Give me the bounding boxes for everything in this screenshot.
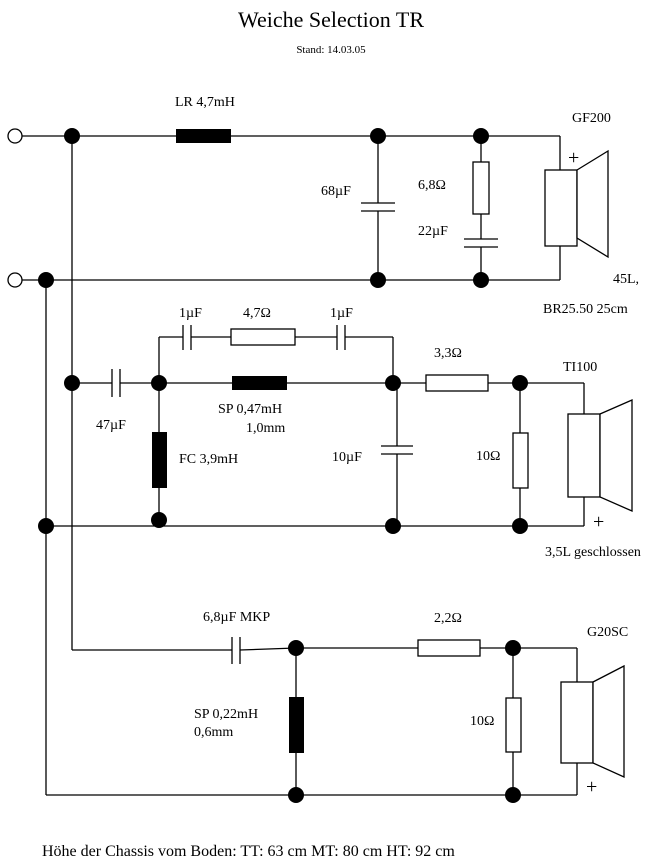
mid-series-inductor-label: SP 0,47mH	[218, 402, 282, 417]
mid-input-capacitor	[111, 369, 121, 397]
woofer-rc-capacitor	[464, 238, 498, 248]
tweeter-series-cap-label: 6,8µF MKP	[203, 610, 270, 625]
mid-notch-capacitor-2	[336, 325, 346, 350]
mid-notch-cap-2-label: 1µF	[330, 306, 353, 321]
woofer-name: GF200	[572, 111, 611, 126]
mid-series-inductor	[232, 376, 287, 390]
woofer-speaker-icon	[544, 149, 609, 259]
mid-notch-resistor	[230, 328, 296, 346]
woofer-port: BR25.50 25cm	[543, 302, 628, 317]
mid-plus-sign: +	[593, 511, 604, 533]
mid-shunt-resistor	[512, 432, 529, 489]
mid-name: TI100	[563, 360, 597, 375]
mid-notch-res-label: 4,7Ω	[243, 306, 271, 321]
mid-shunt-inductor	[152, 432, 167, 488]
woofer-rc-resistor	[472, 161, 490, 215]
wiring	[22, 135, 585, 796]
mid-shunt-capacitor	[381, 445, 413, 455]
mid-series-inductor-wire: 1,0mm	[246, 421, 285, 436]
page-title: Weiche Selection TR	[238, 7, 424, 32]
woofer-rc-cap-label: 22µF	[418, 224, 448, 239]
mid-input-cap-label: 47µF	[96, 418, 126, 433]
woofer-shunt-cap-label: 68µF	[321, 184, 351, 199]
tweeter-shunt-res-label: 10Ω	[470, 714, 494, 729]
tweeter-shunt-inductor	[289, 697, 304, 753]
tweeter-speaker-icon	[560, 664, 625, 779]
mid-box: 3,5L geschlossen	[545, 545, 641, 560]
mid-shunt-cap-label: 10µF	[332, 450, 362, 465]
mid-series-resistor	[425, 374, 489, 392]
tweeter-shunt-resistor	[505, 697, 522, 753]
woofer-plus-sign: +	[568, 147, 579, 169]
date-stamp: Stand: 14.03.05	[296, 44, 366, 56]
input-terminal-minus	[7, 272, 23, 288]
woofer-rc-res-label: 6,8Ω	[418, 178, 446, 193]
tweeter-series-capacitor	[231, 637, 241, 664]
woofer-box-volume: 45L,	[613, 272, 639, 287]
mid-series-res-label: 3,3Ω	[434, 346, 462, 361]
tweeter-series-res-label: 2,2Ω	[434, 611, 462, 626]
tweeter-plus-sign: +	[586, 776, 597, 798]
tweeter-shunt-inductor-label: SP 0,22mH	[194, 707, 258, 722]
tweeter-name: G20SC	[587, 625, 628, 640]
woofer-shunt-capacitor	[361, 202, 395, 212]
mid-notch-cap-1-label: 1µF	[179, 306, 202, 321]
mid-notch-capacitor-1	[182, 325, 192, 350]
mid-speaker-icon	[567, 399, 633, 512]
mid-shunt-res-label: 10Ω	[476, 449, 500, 464]
input-terminal-plus	[7, 128, 23, 144]
woofer-inductor-label: LR 4,7mH	[175, 95, 235, 110]
tweeter-series-resistor	[417, 639, 481, 657]
chassis-heights-note: Höhe der Chassis vom Boden: TT: 63 cm MT…	[42, 843, 455, 860]
woofer-inductor-lr	[176, 129, 231, 143]
mid-shunt-inductor-label: FC 3,9mH	[179, 452, 238, 467]
junction-dots	[38, 128, 528, 803]
tweeter-shunt-inductor-wire: 0,6mm	[194, 725, 233, 740]
